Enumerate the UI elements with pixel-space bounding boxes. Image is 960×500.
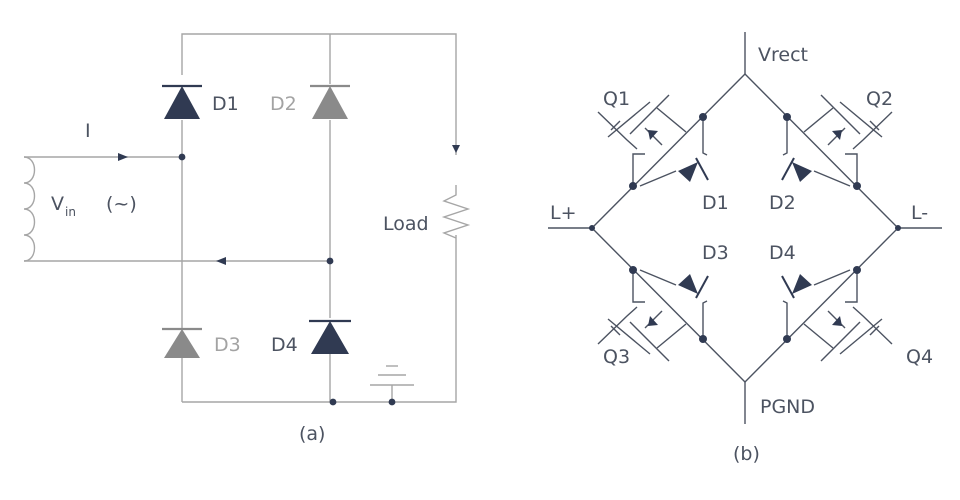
load-resistor-icon bbox=[441, 185, 471, 239]
label-d4: D4 bbox=[271, 334, 298, 356]
diode-d2-icon bbox=[310, 84, 350, 119]
load-current-arrow bbox=[452, 145, 460, 153]
label-d1: D1 bbox=[212, 93, 239, 115]
label-l-plus: L+ bbox=[550, 202, 577, 224]
label-l-minus: L- bbox=[911, 202, 928, 224]
label-d3: D3 bbox=[214, 334, 241, 356]
label-vrect: Vrect bbox=[758, 44, 808, 66]
label-b-d2: D2 bbox=[769, 192, 796, 214]
label-ac: (~) bbox=[106, 193, 137, 215]
label-load: Load bbox=[383, 213, 429, 235]
diode-d1-icon bbox=[162, 84, 202, 119]
mosfet-q1-icon bbox=[597, 94, 709, 190]
label-b-d3: D3 bbox=[702, 242, 729, 264]
caption-b: (b) bbox=[733, 443, 760, 465]
label-q4: Q4 bbox=[906, 346, 933, 368]
label-d2: D2 bbox=[270, 93, 297, 115]
circuit-b: Vrect PGND L+ L- Q1 Q2 Q3 Q4 D1 D2 D3 D4… bbox=[548, 32, 942, 465]
mosfet-q3-icon bbox=[597, 266, 709, 362]
circuit-a: D1 D2 D3 D4 I Vin (~) Load (a) bbox=[23, 33, 471, 445]
ground-icon bbox=[370, 365, 414, 386]
circuit-b-rails bbox=[548, 32, 942, 424]
diode-d4-icon bbox=[309, 319, 351, 354]
current-arrow-bottom bbox=[216, 257, 226, 265]
junction-dots-b bbox=[589, 225, 901, 231]
mosfet-q2-icon bbox=[781, 94, 893, 190]
label-q2: Q2 bbox=[866, 88, 893, 110]
label-current: I bbox=[85, 120, 91, 142]
label-q3: Q3 bbox=[603, 346, 630, 368]
coil-icon bbox=[23, 156, 36, 262]
label-b-d1: D1 bbox=[702, 192, 729, 214]
label-pgnd: PGND bbox=[760, 396, 815, 418]
label-b-d4: D4 bbox=[769, 242, 796, 264]
current-arrow-top bbox=[118, 153, 128, 161]
caption-a: (a) bbox=[299, 423, 325, 445]
label-q1: Q1 bbox=[603, 88, 630, 110]
junction-dots-a bbox=[178, 153, 396, 406]
label-vin: Vin bbox=[51, 193, 76, 219]
diode-d3-icon bbox=[162, 327, 202, 358]
mosfet-q4-icon bbox=[781, 266, 893, 362]
